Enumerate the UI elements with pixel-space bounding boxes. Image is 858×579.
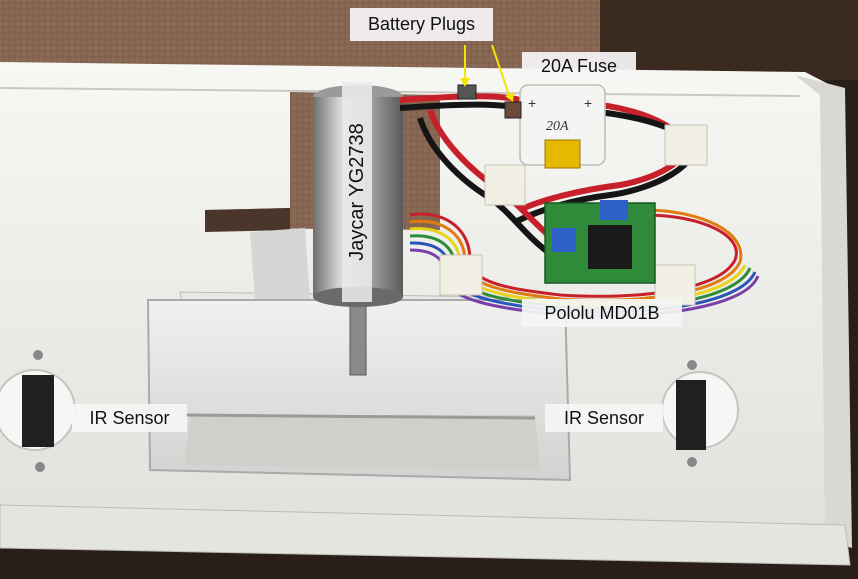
fuse-blade — [544, 139, 581, 169]
fuse-plus-left: + — [528, 95, 536, 111]
fuse-rating-text: 20A — [546, 119, 569, 134]
cable-tie-mount — [664, 124, 708, 166]
label-battery-plugs: Battery Plugs — [350, 8, 493, 41]
battery-plug-connector — [457, 84, 477, 100]
enclosure-right-wall — [795, 75, 852, 548]
motor-shaft — [349, 304, 367, 376]
annotation-arrowhead — [505, 92, 514, 102]
cable-tie-mount — [439, 254, 483, 296]
label-fuse: 20A Fuse — [522, 52, 636, 80]
screw — [35, 462, 45, 472]
label-ir-left: IR Sensor — [72, 404, 187, 432]
driver-chip — [588, 225, 632, 269]
fuse-plus-right: + — [584, 95, 592, 111]
ir-sensor-right — [676, 380, 706, 450]
driver-terminal-block — [552, 228, 576, 252]
cable-tie-mount — [484, 164, 526, 206]
enclosure-top-edge — [0, 87, 801, 97]
annotation-arrow — [491, 44, 511, 99]
label-motor: Jaycar YG2738 — [342, 82, 372, 302]
board-cutout-shadow — [205, 208, 290, 232]
screw — [33, 350, 43, 360]
screw — [687, 360, 697, 370]
battery-plug-connector — [504, 101, 522, 119]
fabric-mat-dark — [600, 0, 858, 80]
ir-sensor-left — [22, 375, 54, 447]
bracket-side — [250, 228, 310, 300]
tray-rail — [184, 413, 536, 420]
screw — [687, 457, 697, 467]
cable-tie-mount — [654, 264, 696, 306]
label-ir-right: IR Sensor — [545, 404, 663, 432]
label-driver: Pololu MD01B — [522, 299, 682, 327]
tray-inner-floor — [185, 415, 540, 470]
enclosure-bottom-lip — [0, 504, 851, 566]
driver-terminal-block — [600, 200, 628, 220]
annotation-arrowhead — [460, 78, 470, 87]
